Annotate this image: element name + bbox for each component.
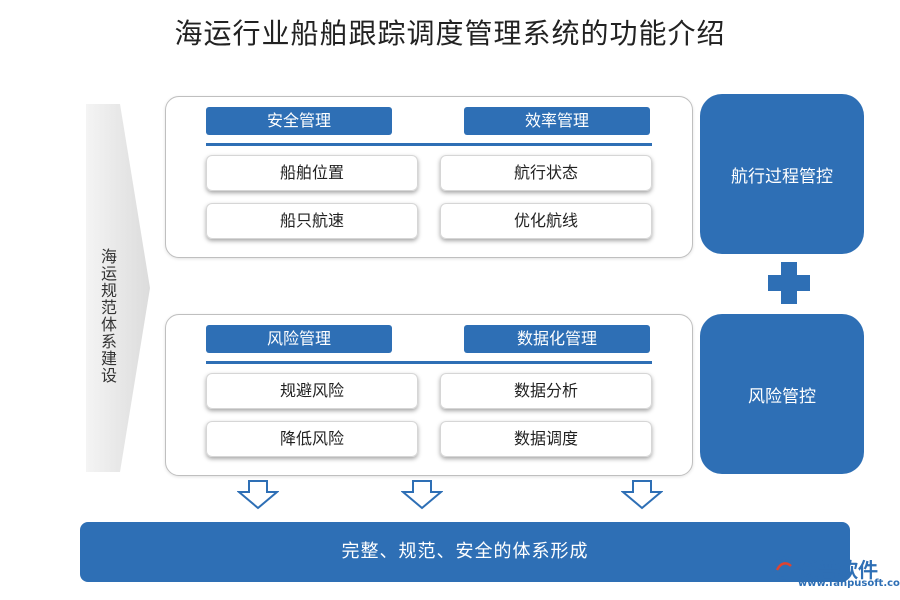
brand-url[interactable]: www.fanpusoft.com — [798, 578, 900, 589]
navigation-control-label: 航行过程管控 — [731, 166, 833, 187]
item-ship-speed: 船只航速 — [206, 203, 418, 239]
item-ship-position: 船舶位置 — [206, 155, 418, 191]
plus-icon-bar — [768, 275, 810, 291]
safety-management-header: 安全管理 — [206, 107, 392, 135]
down-arrow-icon — [621, 480, 663, 510]
data-management-header: 数据化管理 — [464, 325, 650, 353]
left-vertical-label: 海运规范体系建设 — [98, 248, 117, 384]
top-panel: 安全管理 效率管理 船舶位置 航行状态 船只航速 优化航线 — [165, 96, 693, 258]
left-chevron-arrow — [86, 104, 150, 472]
risk-control-box: 风险管控 — [700, 314, 864, 474]
risk-control-label: 风险管控 — [748, 386, 816, 407]
item-navigation-status: 航行状态 — [440, 155, 652, 191]
brand-name: 泛普软件 — [798, 558, 878, 582]
divider — [206, 143, 652, 146]
item-data-analysis: 数据分析 — [440, 373, 652, 409]
down-arrow-icon — [401, 480, 443, 510]
item-reduce-risk: 降低风险 — [206, 421, 418, 457]
risk-management-header: 风险管理 — [206, 325, 392, 353]
result-bar: 完整、规范、安全的体系形成 — [80, 522, 850, 582]
bottom-panel: 风险管理 数据化管理 规避风险 数据分析 降低风险 数据调度 — [165, 314, 693, 476]
page-title: 海运行业船舶跟踪调度管理系统的功能介绍 — [174, 17, 726, 50]
down-arrow-icon — [237, 480, 279, 510]
efficiency-management-header: 效率管理 — [464, 107, 650, 135]
item-data-scheduling: 数据调度 — [440, 421, 652, 457]
item-avoid-risk: 规避风险 — [206, 373, 418, 409]
brand-logo-icon — [772, 556, 796, 580]
item-optimize-route: 优化航线 — [440, 203, 652, 239]
navigation-control-box: 航行过程管控 — [700, 94, 864, 254]
brand-logo-block: 泛普软件 www.fanpusoft.com — [770, 554, 900, 594]
divider — [206, 361, 652, 364]
